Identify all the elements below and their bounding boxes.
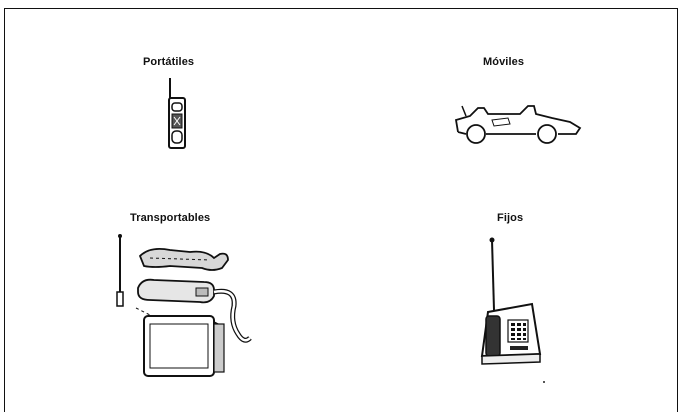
- speck-mark: [543, 381, 545, 383]
- label-fixed: Fijos: [497, 212, 523, 224]
- label-mobile: Móviles: [483, 56, 524, 68]
- desk-phone-icon: [474, 236, 554, 376]
- transportable-phone-icon: [110, 232, 280, 382]
- diagram-frame: [4, 8, 678, 412]
- portable-phone-icon: [158, 76, 194, 152]
- car-icon: [448, 92, 588, 148]
- label-transportable: Transportables: [130, 212, 210, 224]
- label-portable: Portátiles: [143, 56, 194, 68]
